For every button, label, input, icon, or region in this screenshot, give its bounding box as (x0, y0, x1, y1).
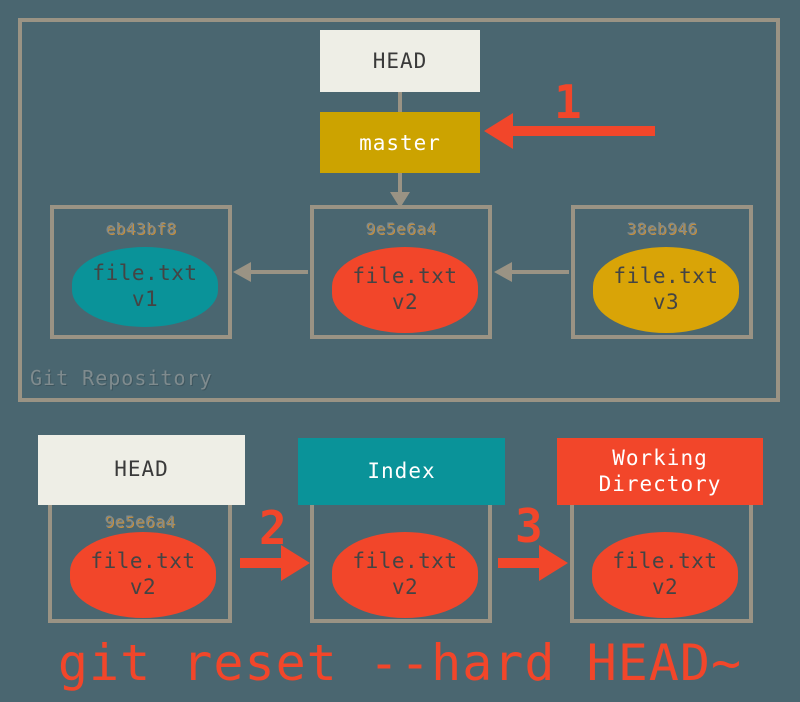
blob-version: v3 (652, 290, 680, 314)
connector-arrowhead-down-icon (390, 192, 410, 208)
step-3-number: 3 (515, 499, 543, 553)
git-repository-frame (18, 18, 780, 402)
working-directory-area-box: file.txt v2 (570, 490, 753, 623)
step-2-arrow-icon (240, 545, 310, 581)
blob-filename: file.txt (352, 549, 458, 574)
commit-box-eb43bf8: eb43bf8 file.txt v1 (50, 205, 232, 339)
step-2-number: 2 (259, 501, 287, 555)
working-directory-label-line1: Working (612, 445, 708, 470)
git-repository-label: Git Repository (30, 366, 213, 390)
index-area-blob: file.txt v2 (332, 532, 478, 618)
repo-head-ref-box: HEAD (320, 30, 480, 92)
repo-master-ref-box: master (320, 112, 480, 173)
head-area-box: 9e5e6a4 file.txt v2 (48, 490, 232, 623)
commit-blob: file.txt v3 (593, 247, 739, 333)
commit-hash: 38eb946 (626, 219, 698, 238)
blob-version: v2 (129, 575, 157, 599)
blob-version: v2 (391, 575, 419, 599)
working-directory-blob: file.txt v2 (592, 532, 738, 618)
blob-filename: file.txt (352, 264, 458, 289)
head-area-blob: file.txt v2 (70, 532, 216, 618)
commit-box-38eb946: 38eb946 file.txt v3 (571, 205, 753, 339)
parent-arrow-38eb946-to-9e5e6a4-icon (494, 262, 569, 282)
step-1-number: 1 (554, 75, 582, 129)
commit-hash: eb43bf8 (105, 219, 177, 238)
index-area-header: Index (298, 438, 505, 505)
blob-version: v2 (651, 575, 679, 599)
step-3-arrow-icon (498, 545, 568, 581)
command-caption: git reset --hard HEAD~ (57, 634, 743, 692)
working-directory-label-line2: Directory (598, 471, 722, 496)
step-1-arrow-icon (484, 113, 655, 149)
parent-arrow-9e5e6a4-to-eb43bf8-icon (233, 262, 308, 282)
repo-master-ref-label: master (359, 130, 441, 155)
commit-hash: 9e5e6a4 (365, 219, 437, 238)
blob-filename: file.txt (613, 264, 719, 289)
commit-blob: file.txt v2 (332, 247, 478, 333)
index-area-box: file.txt v2 (310, 490, 492, 623)
connector-head-to-master (398, 92, 402, 113)
blob-filename: file.txt (90, 549, 196, 574)
working-directory-area-header: Working Directory (557, 438, 763, 505)
repo-head-ref-label: HEAD (372, 49, 428, 73)
blob-version: v1 (131, 287, 159, 311)
blob-version: v2 (391, 290, 419, 314)
index-area-label: Index (367, 458, 436, 483)
head-area-label: HEAD (114, 457, 169, 482)
head-area-header: HEAD (38, 435, 245, 505)
blob-filename: file.txt (612, 549, 718, 574)
head-area-hash: 9e5e6a4 (104, 512, 176, 531)
blob-filename: file.txt (92, 261, 198, 286)
connector-master-to-commit (398, 173, 402, 195)
commit-box-9e5e6a4: 9e5e6a4 file.txt v2 (310, 205, 492, 339)
commit-blob: file.txt v1 (72, 247, 218, 327)
